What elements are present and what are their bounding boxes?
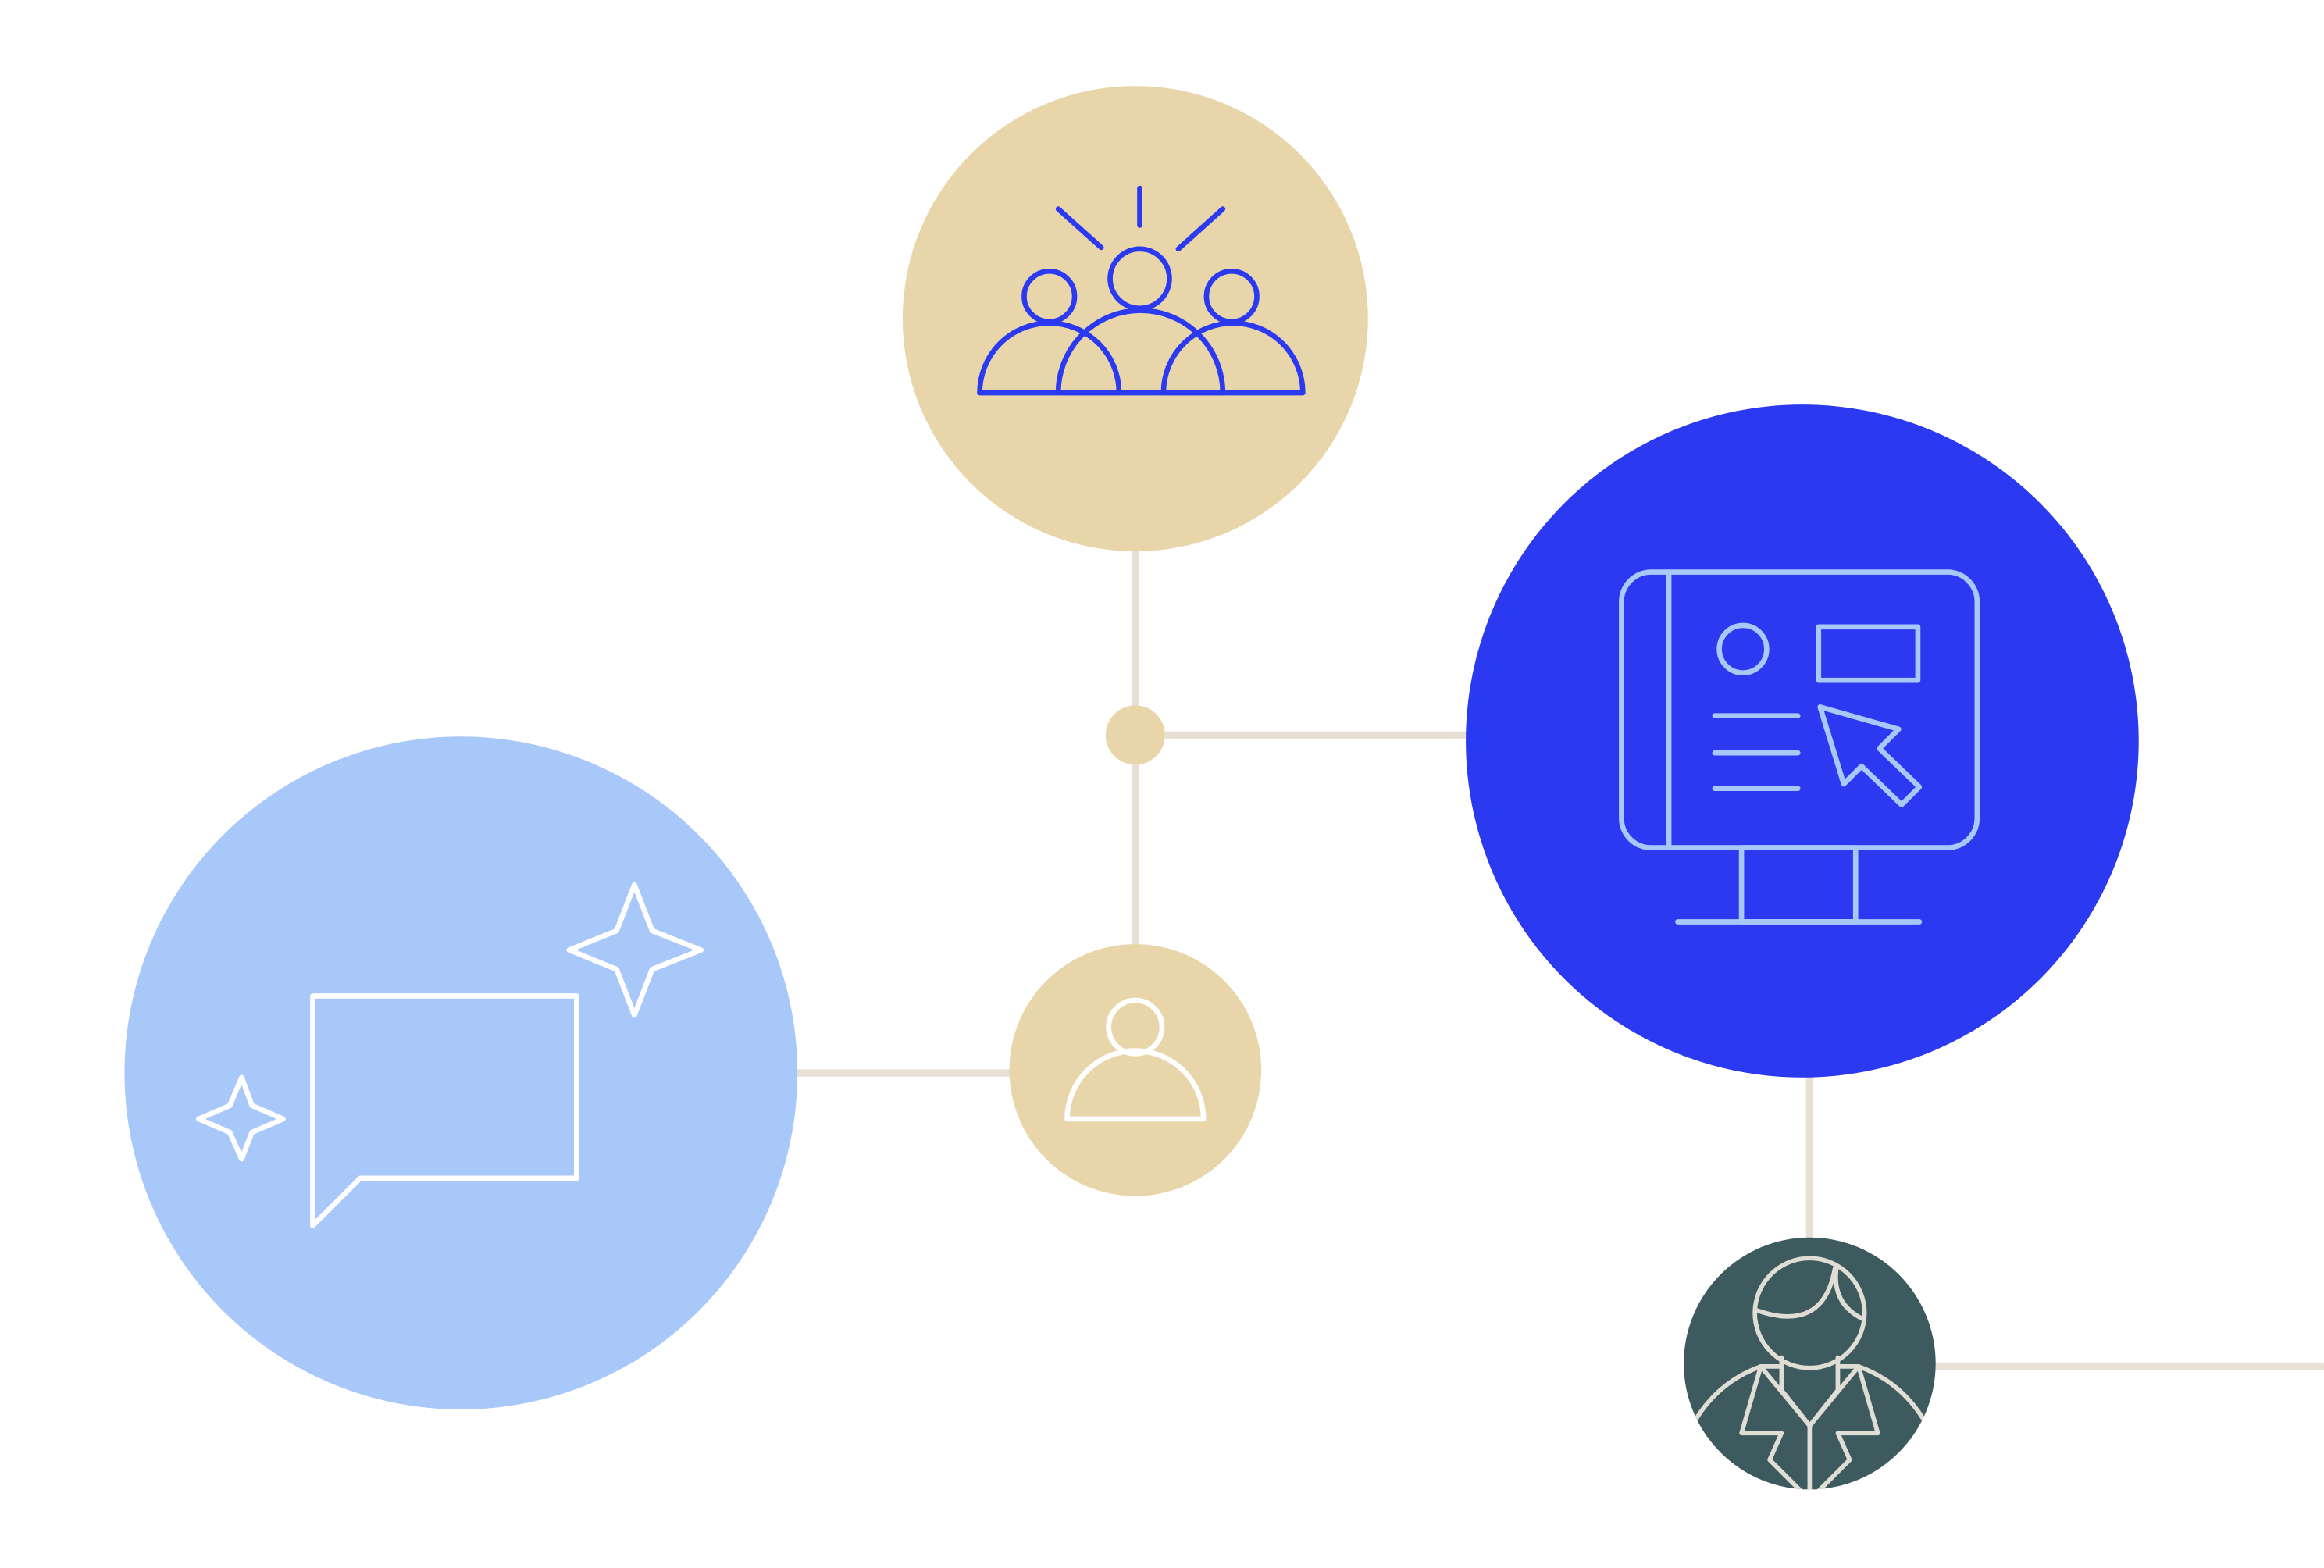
person-icon (1064, 997, 1207, 1122)
monitor-interface-icon (1619, 569, 1980, 925)
sparkle-large-icon (566, 882, 704, 1018)
chat-sparkle-icon (196, 882, 704, 1228)
businessman-node (1684, 1237, 1936, 1490)
hub-node (1105, 705, 1165, 765)
sparkle-small-icon (196, 1074, 286, 1162)
team-node (902, 86, 1368, 552)
chat-node (124, 736, 798, 1409)
presentation-node (1466, 404, 2139, 1078)
group-celebration-icon (977, 185, 1306, 396)
businessman-icon (1693, 1256, 1927, 1490)
person-node (1009, 943, 1262, 1196)
